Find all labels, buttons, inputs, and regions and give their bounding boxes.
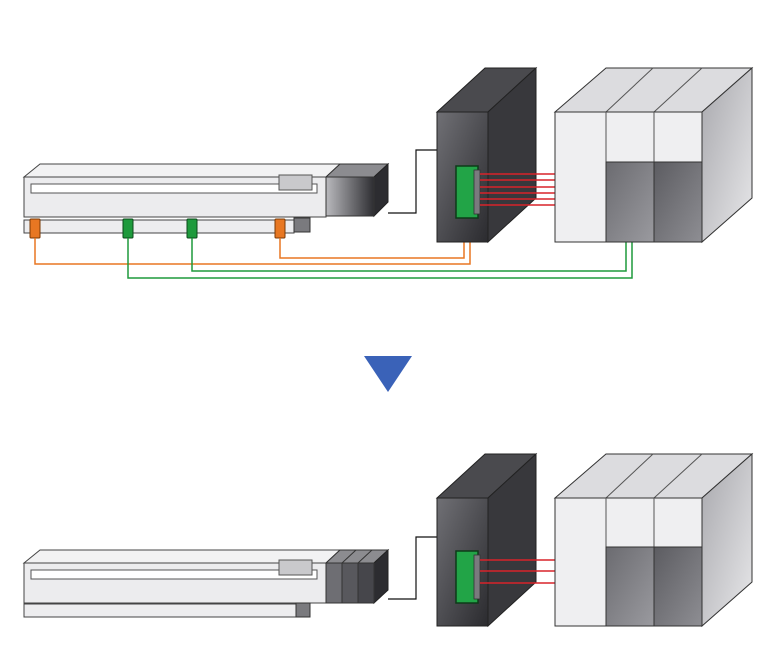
actuator-sensor — [122, 218, 134, 239]
actuator-sensor — [29, 218, 41, 239]
plc-rack-icon — [553, 66, 754, 244]
actuator-sensor — [274, 218, 286, 239]
panel-after — [22, 452, 754, 628]
controller-unit-icon — [435, 66, 538, 244]
down-arrow-icon — [364, 356, 412, 392]
linear-actuator-icon — [22, 548, 390, 618]
panel-before — [22, 66, 754, 279]
linear-actuator-icon — [22, 162, 390, 234]
controller-unit-icon — [435, 452, 538, 628]
actuator-sensor — [186, 218, 198, 239]
plc-rack-icon — [553, 452, 754, 628]
